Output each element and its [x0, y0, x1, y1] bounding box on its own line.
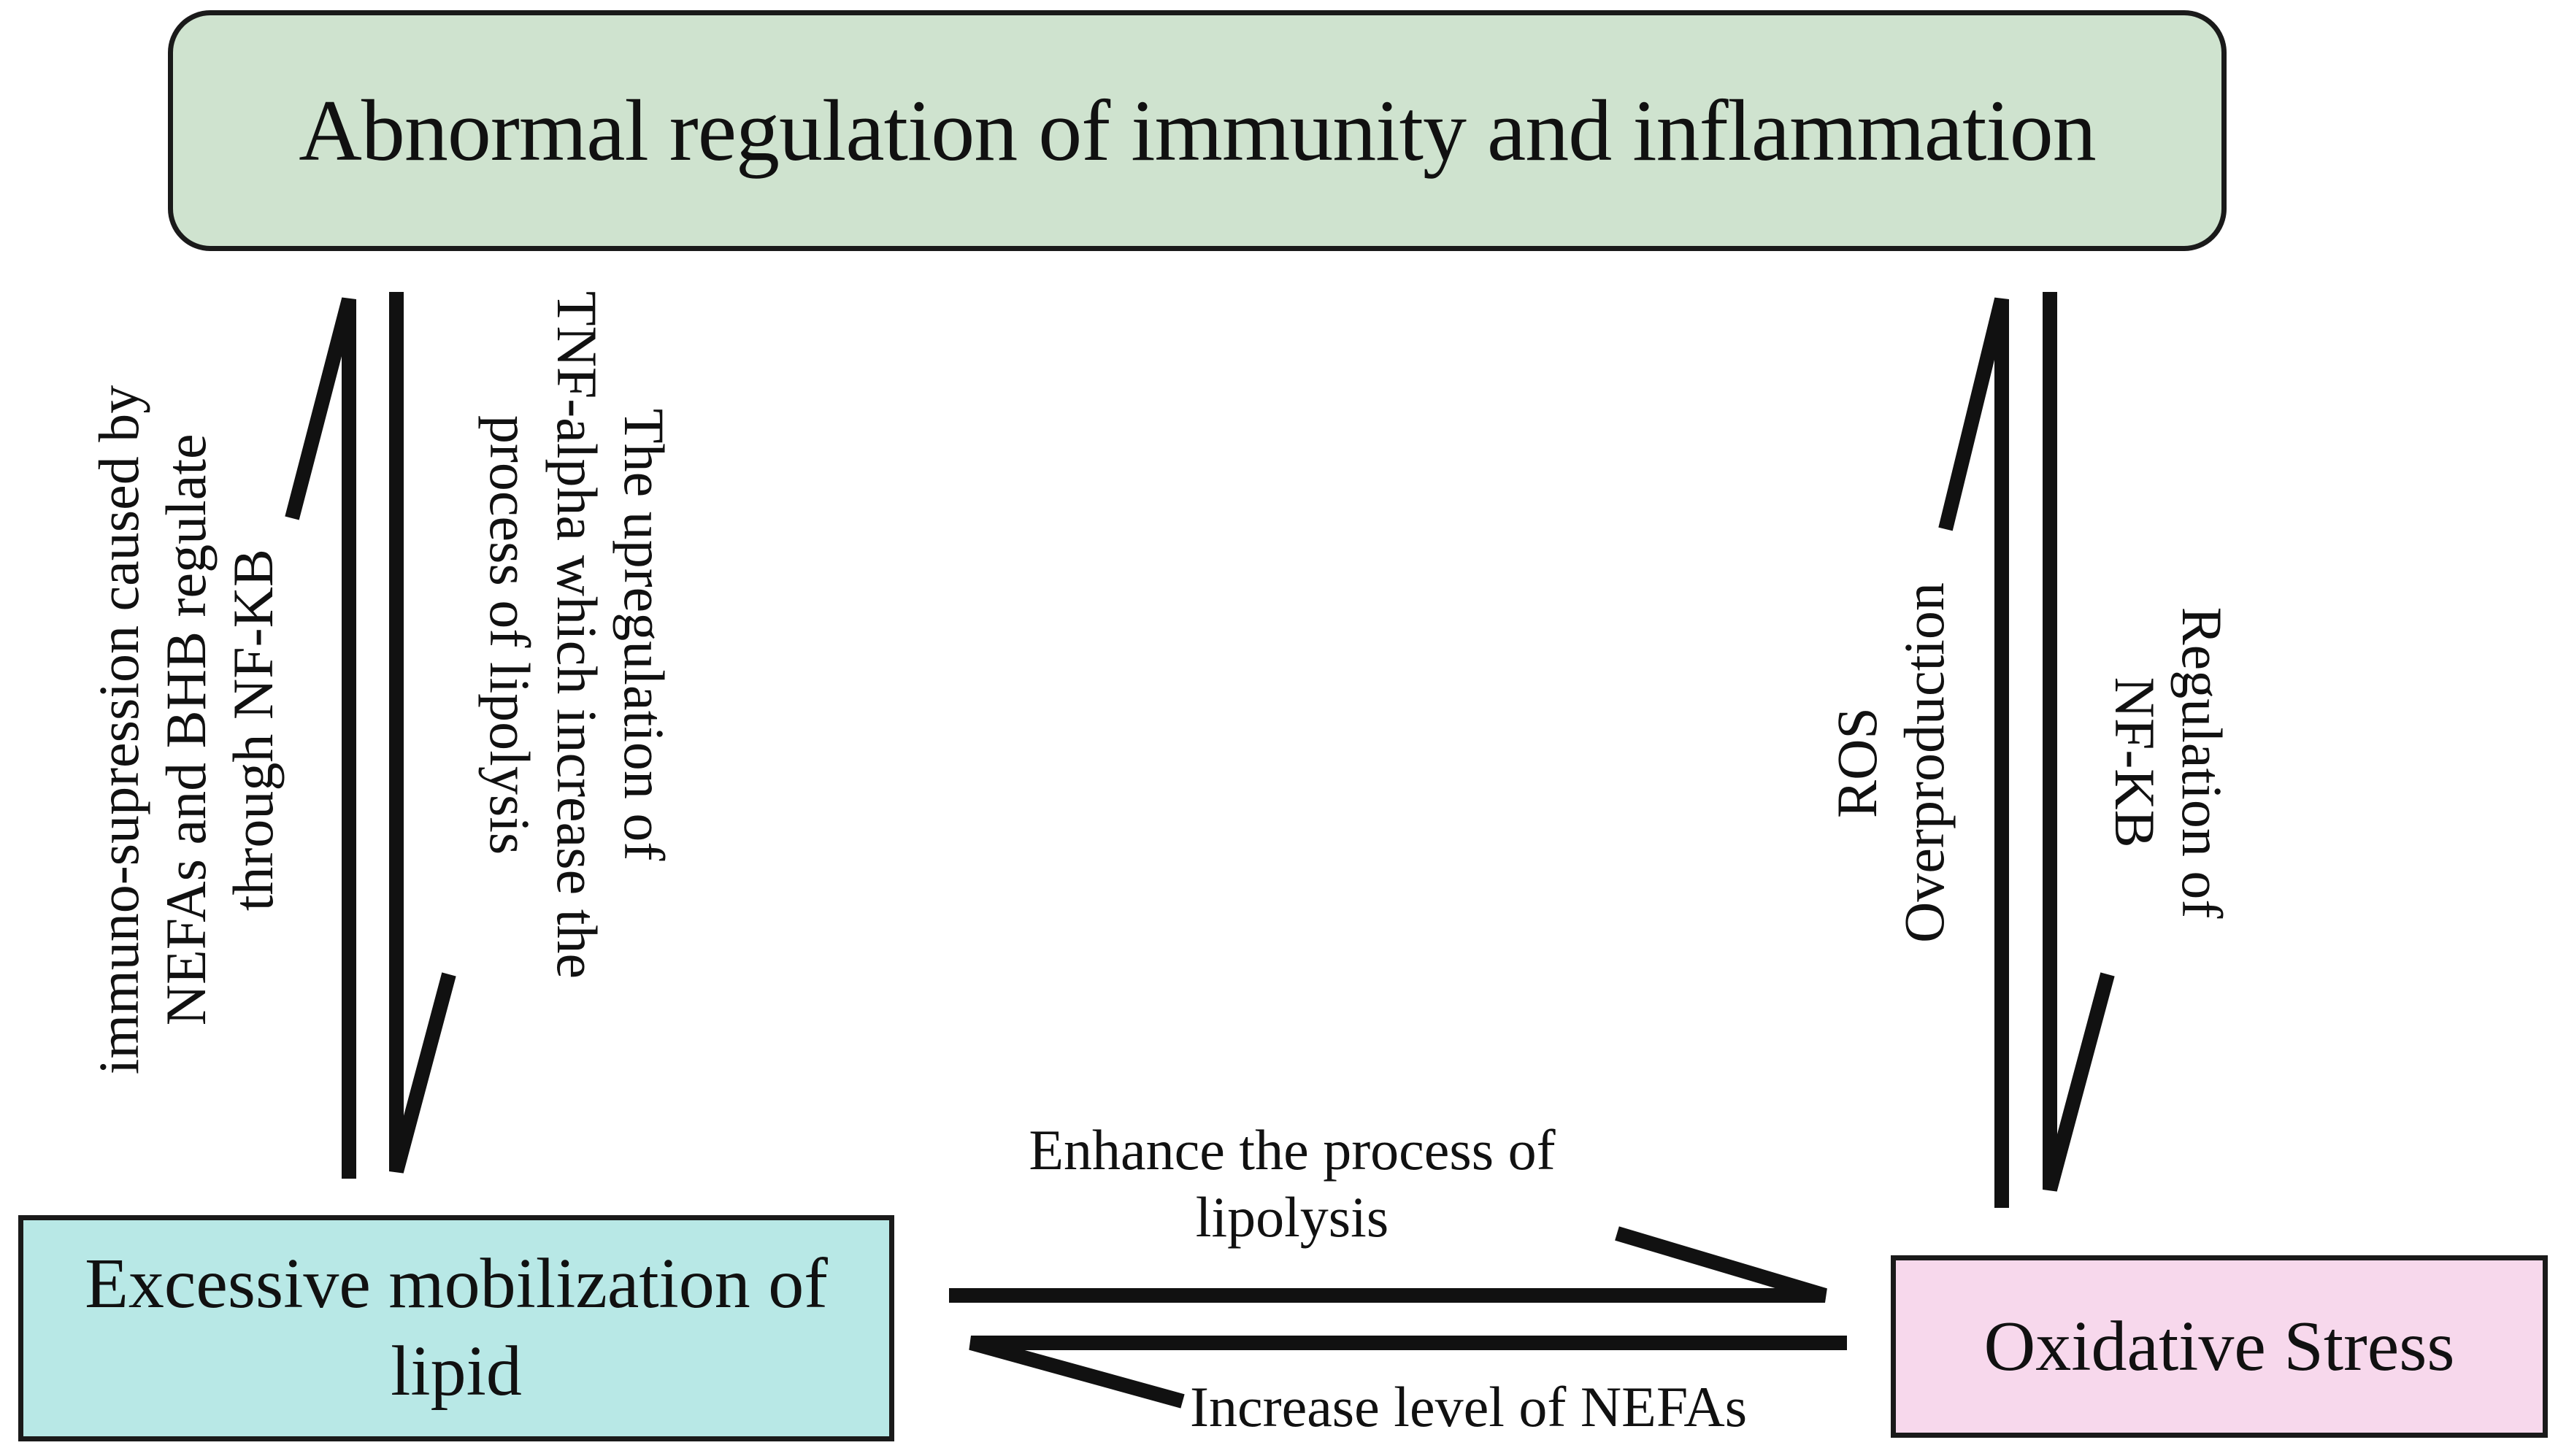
- arrow-immunity-to-lipid: [389, 292, 456, 1174]
- node-lipid-mobilization: Excessive mobilization of lipid: [18, 1215, 894, 1441]
- edge-label-left-up-line1: immuno-supression caused by: [86, 385, 150, 1075]
- edge-label-left-down-line3: process of lipolysis: [477, 415, 542, 855]
- node-lipid-mobilization-line1: Excessive mobilization of: [85, 1244, 828, 1324]
- edge-label-left-up: immuno-supression caused by NEFAs and BH…: [85, 385, 287, 1075]
- edge-label-right-down-line1: Regulation of: [2170, 606, 2235, 919]
- edge-label-left-down: The upregulation of TNF-alpha which incr…: [476, 291, 677, 979]
- node-lipid-mobilization-line2: lipid: [391, 1332, 522, 1411]
- node-oxidative-stress-label: Oxidative Stress: [1983, 1307, 2455, 1386]
- edge-label-right-up: ROS Overproduction: [1824, 582, 1958, 943]
- arrow-lipid-to-immunity: [285, 297, 356, 1179]
- edge-label-left-down-line2: TNF-alpha which increase the: [545, 290, 610, 979]
- node-oxidative-stress: Oxidative Stress: [1891, 1255, 2548, 1438]
- edge-label-left-up-line3: through NF-KB: [221, 548, 285, 912]
- arrow-immunity-to-oxidative: [2043, 292, 2115, 1192]
- edge-label-right-up-line1: ROS: [1824, 707, 1889, 818]
- arrow-lipid-to-oxidative: [949, 1226, 1827, 1303]
- edge-label-right-down: Regulation of NF-KB: [2101, 607, 2235, 919]
- node-immunity-inflammation: Abnormal regulation of immunity and infl…: [168, 10, 2227, 251]
- arrow-oxidative-to-immunity: [1938, 297, 2009, 1208]
- edge-label-right-up-line2: Overproduction: [1892, 582, 1956, 943]
- node-immunity-inflammation-label: Abnormal regulation of immunity and infl…: [299, 82, 2097, 179]
- edge-label-left-up-line2: NEFAs and BHB regulate: [153, 434, 218, 1026]
- arrow-oxidative-to-lipid: [969, 1336, 1847, 1409]
- edge-label-right-down-line2: NF-KB: [2103, 677, 2167, 849]
- edge-label-bottom-right: Enhance the process of lipolysis: [978, 1117, 1606, 1251]
- edge-label-bottom-right-line2: lipolysis: [1195, 1185, 1389, 1249]
- edge-label-bottom-right-line1: Enhance the process of: [1029, 1118, 1556, 1182]
- edge-label-bottom-left: Increase level of NEFAs: [1190, 1375, 1748, 1438]
- edge-label-left-down-line1: The upregulation of: [612, 409, 677, 861]
